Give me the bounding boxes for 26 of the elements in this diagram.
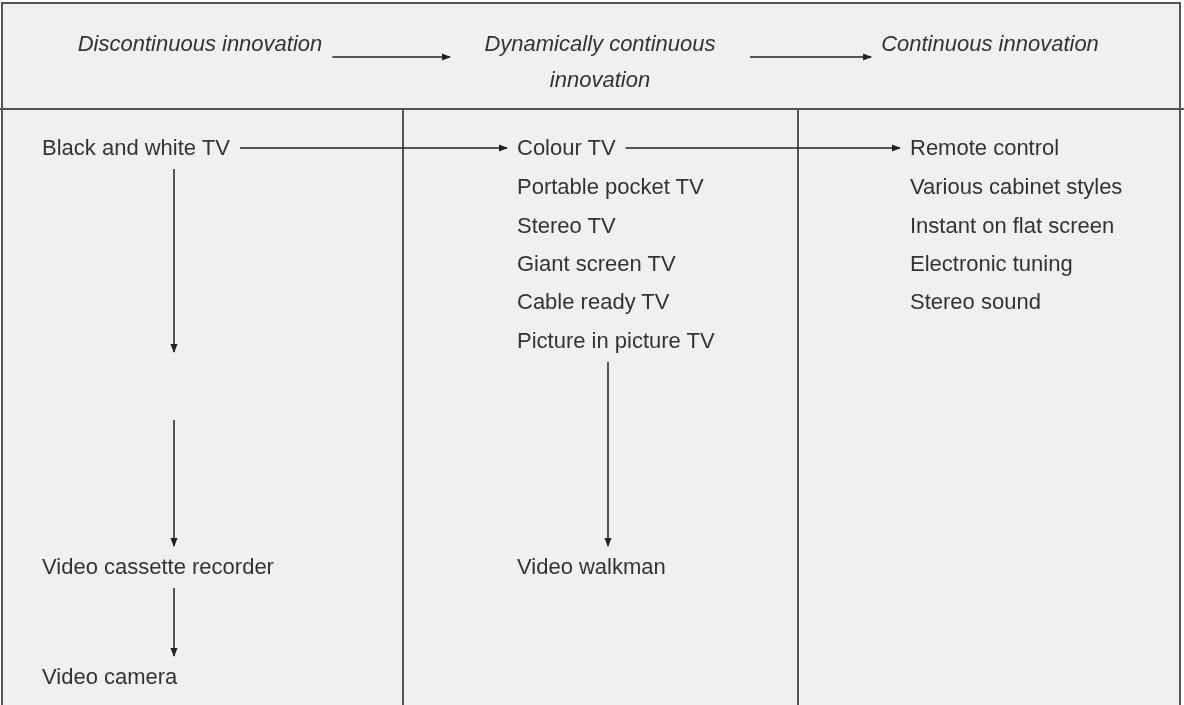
arrow	[170, 168, 178, 353]
arrow	[749, 53, 873, 61]
arrow	[170, 587, 178, 657]
arrow	[170, 419, 178, 547]
list-item: Video camera	[42, 664, 178, 690]
column-heading: Discontinuous innovation	[77, 26, 323, 62]
list-item: Remote control	[910, 135, 1060, 161]
arrow	[604, 361, 612, 547]
list-item: Video cassette recorder	[42, 554, 274, 580]
arrow	[239, 144, 508, 152]
list-item: Portable pocket TV	[517, 174, 704, 200]
list-item: Black and white TV	[42, 135, 230, 161]
list-item: Giant screen TV	[517, 251, 676, 277]
list-item: Electronic tuning	[910, 251, 1073, 277]
list-item: Cable ready TV	[517, 289, 670, 315]
arrow	[624, 144, 901, 152]
list-item: Stereo TV	[517, 213, 616, 239]
column-heading: Continuous innovation	[881, 26, 1099, 62]
list-item: Colour TV	[517, 135, 616, 161]
list-item: Instant on flat screen	[910, 213, 1115, 239]
list-item: Picture in picture TV	[517, 328, 715, 354]
column-heading: Dynamically continuous innovation	[460, 26, 740, 98]
list-item: Video walkman	[517, 554, 666, 580]
list-item: Stereo sound	[910, 289, 1041, 315]
list-item: Various cabinet styles	[910, 174, 1123, 200]
arrow	[331, 53, 451, 61]
